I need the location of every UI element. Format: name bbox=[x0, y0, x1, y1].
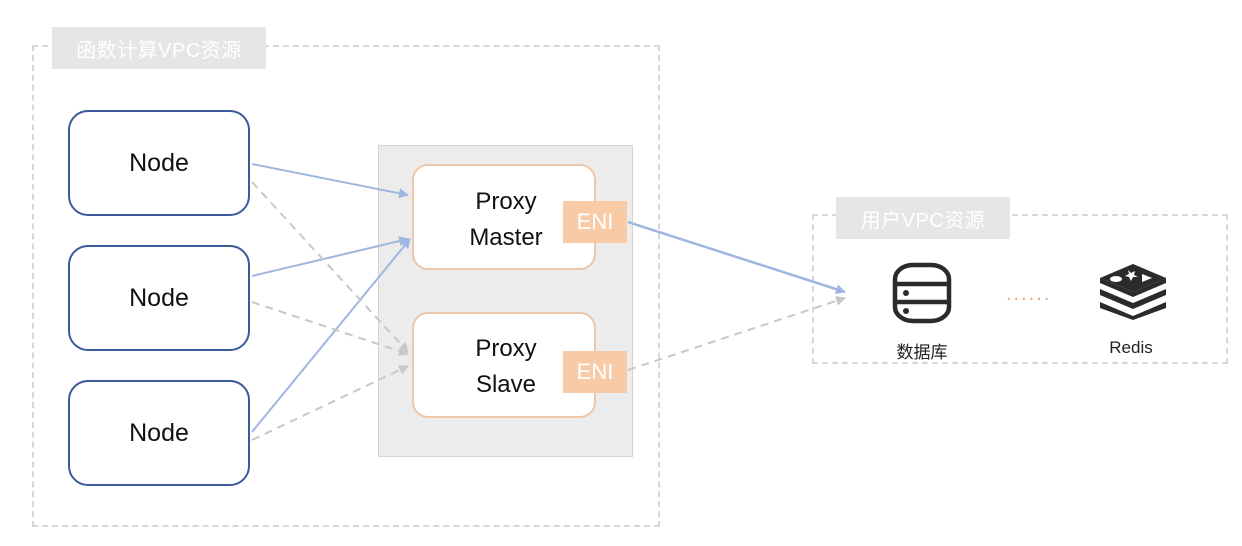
proxy-slave-eni: ENI bbox=[563, 351, 627, 393]
redis-icon bbox=[1100, 264, 1166, 320]
node-label: Node bbox=[129, 148, 189, 177]
arrow-master-eni-to-db bbox=[627, 220, 846, 294]
proxy-master-line2: Master bbox=[469, 224, 543, 251]
node-3: Node bbox=[68, 380, 250, 486]
arrow-node2-to-slave bbox=[251, 301, 409, 356]
ellipsis: ...... bbox=[1006, 283, 1052, 305]
proxy-slave-line1: Proxy bbox=[475, 335, 537, 362]
arrow-node1-to-slave bbox=[251, 181, 409, 353]
user-vpc-region-label: 用户VPC资源 bbox=[836, 197, 1010, 239]
fc-vpc-region-label: 函数计算VPC资源 bbox=[52, 27, 266, 69]
fc-vpc-region bbox=[32, 45, 660, 527]
arrow-node1-to-master bbox=[251, 163, 409, 199]
database-label: 数据库 bbox=[896, 343, 948, 362]
user-vpc-region bbox=[812, 214, 1228, 364]
proxy-master-line1: Proxy bbox=[475, 188, 537, 215]
arrow-slave-eni-to-db bbox=[627, 296, 846, 371]
redis-label: Redis bbox=[1109, 338, 1153, 357]
node-1: Node bbox=[68, 110, 250, 216]
database-icon bbox=[892, 262, 952, 324]
arrow-node2-to-master bbox=[251, 236, 409, 277]
proxy-master-eni: ENI bbox=[563, 201, 627, 243]
node-label: Node bbox=[129, 283, 189, 312]
node-label: Node bbox=[129, 418, 189, 447]
arrow-node3-to-slave bbox=[251, 365, 409, 441]
proxy-slave-line2: Slave bbox=[475, 371, 537, 398]
node-2: Node bbox=[68, 245, 250, 351]
arrow-node3-to-master bbox=[251, 238, 411, 433]
